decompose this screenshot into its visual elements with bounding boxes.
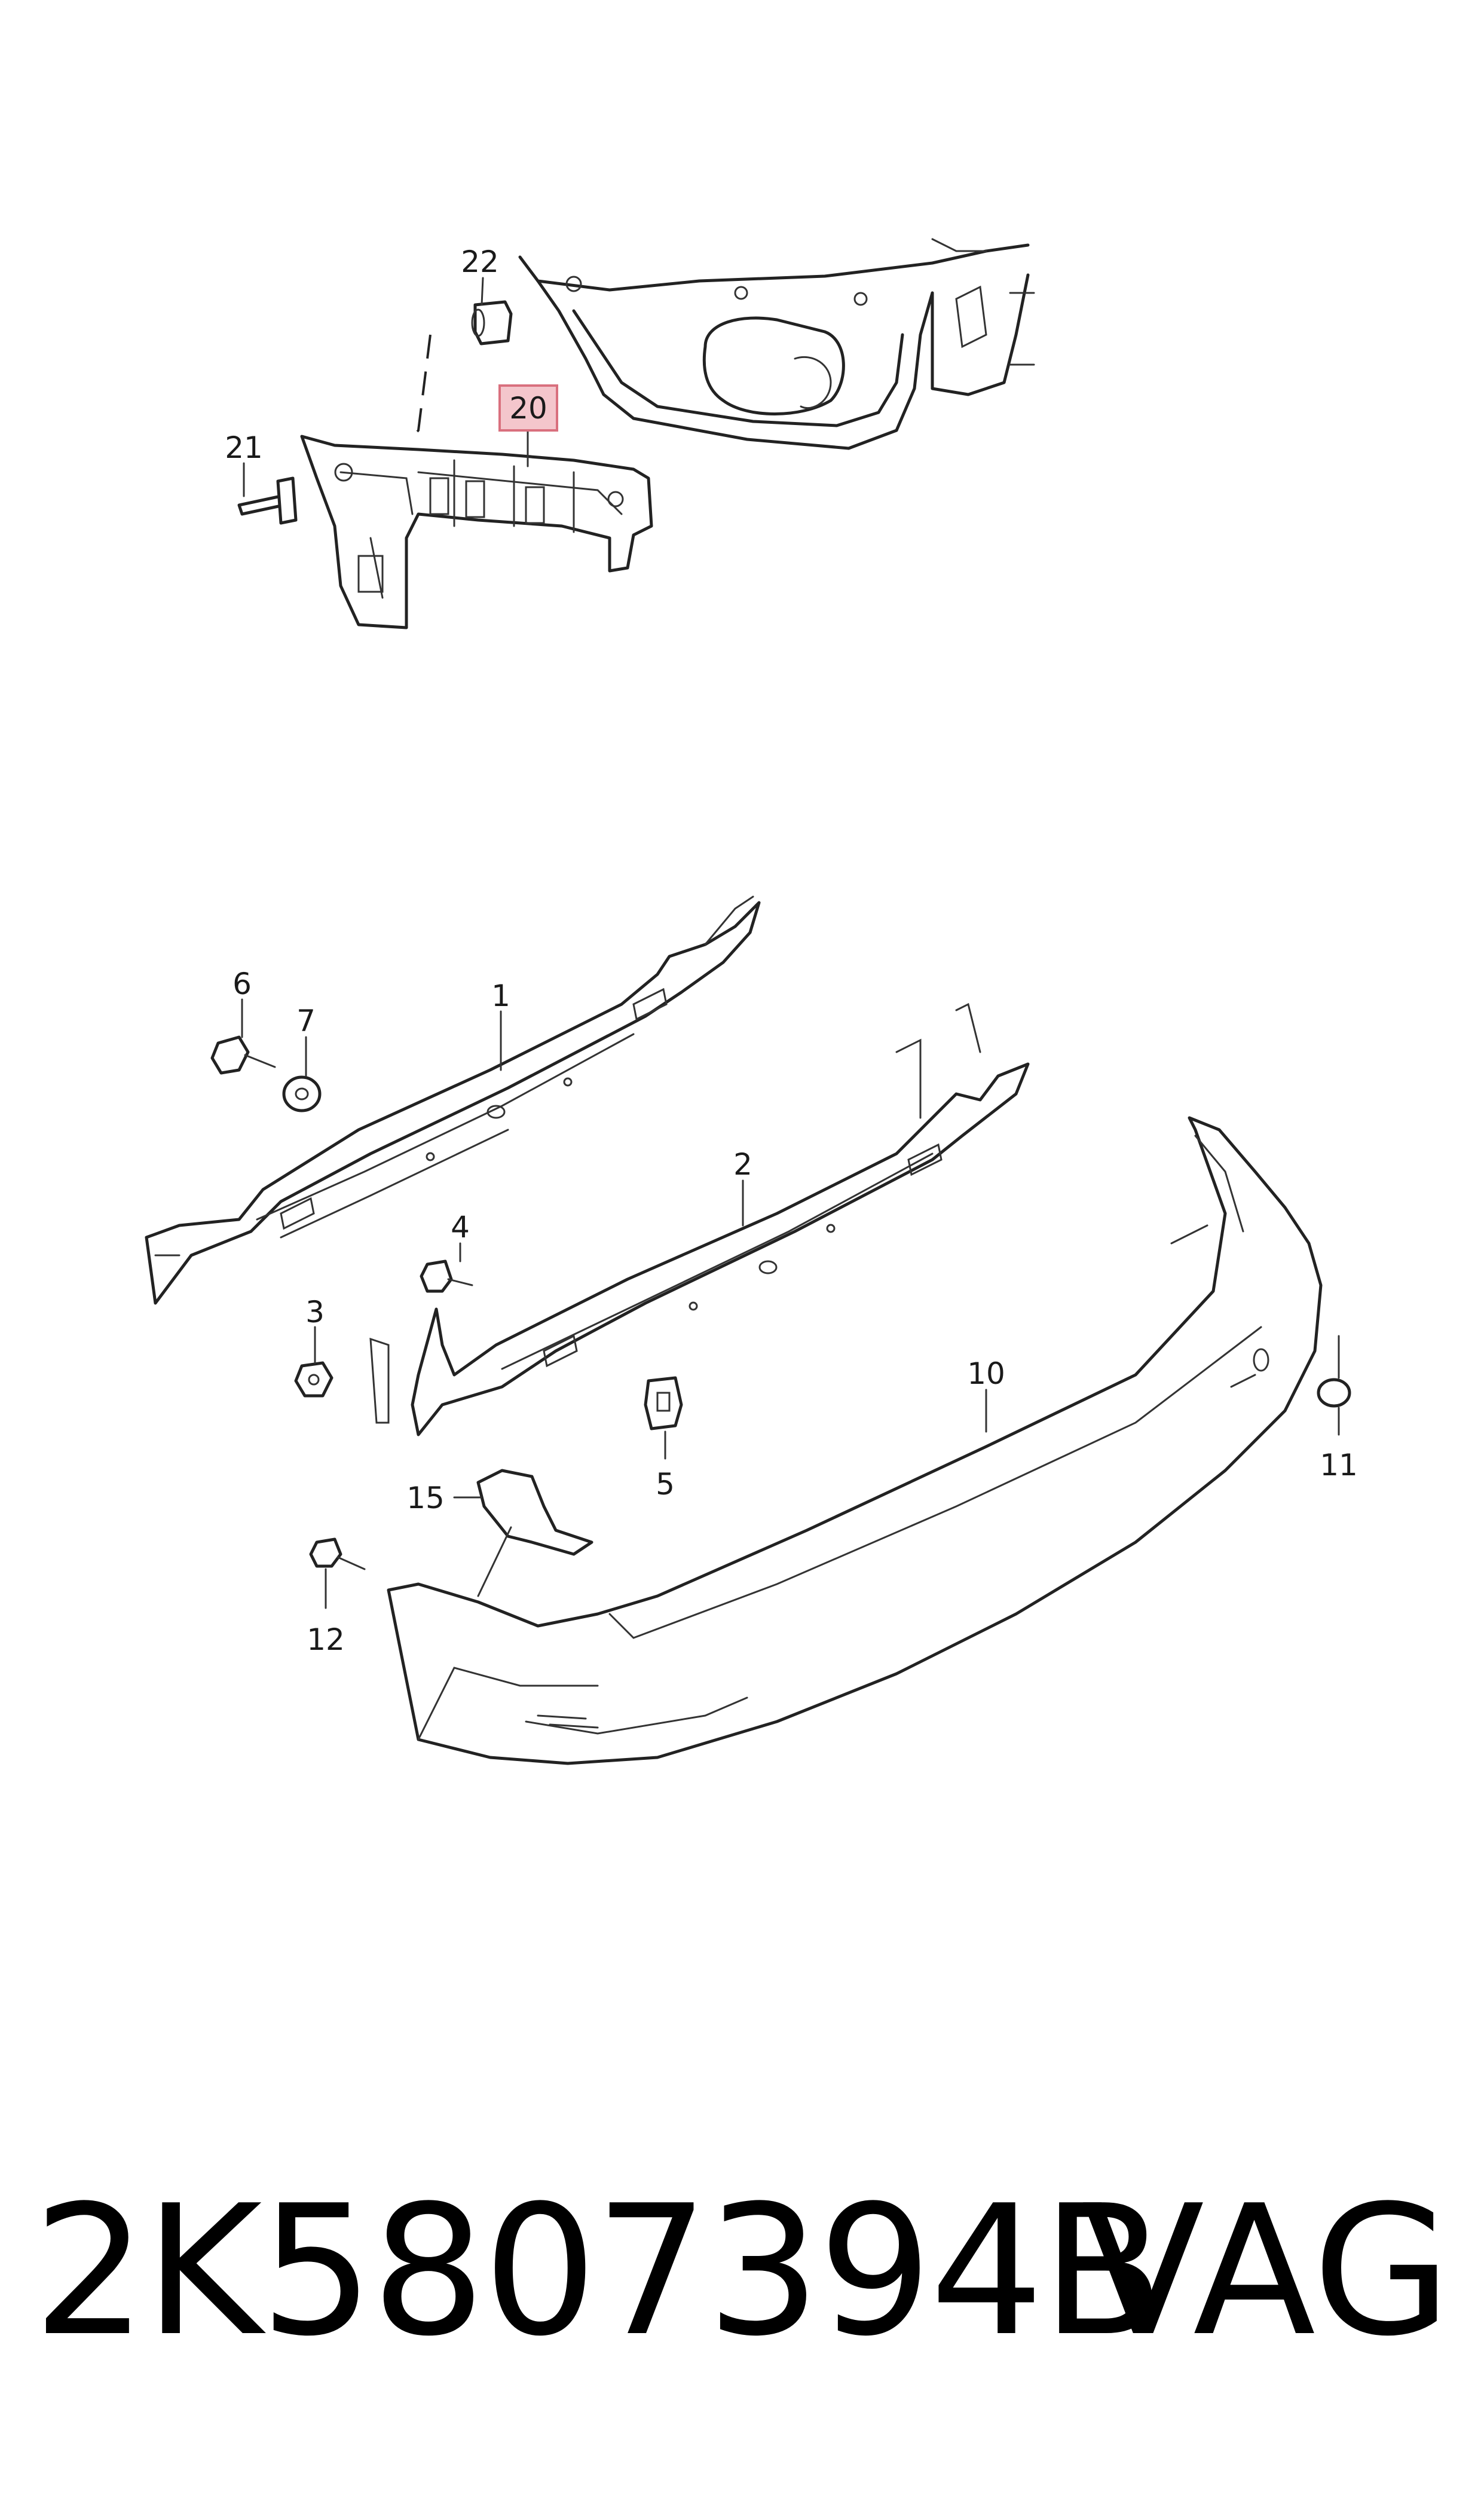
part-4-bolt <box>420 1259 473 1293</box>
part-number: 2K5807394B <box>33 2167 1164 2376</box>
bumper-bracket-drawing <box>300 334 653 629</box>
body-panel-drawing <box>518 238 1035 450</box>
callout-4: 4 <box>451 1210 470 1245</box>
callout-22: 22 <box>461 244 499 279</box>
callout-10: 10 <box>967 1356 1005 1391</box>
callout-12: 12 <box>307 1622 345 1657</box>
callout-7: 7 <box>296 1004 316 1038</box>
impact-bar-lower-drawing <box>369 1002 1030 1436</box>
callout-3: 3 <box>305 1295 325 1329</box>
callout-1: 1 <box>491 979 510 1013</box>
leader-lines <box>241 277 1340 1609</box>
part-15-cover <box>476 1469 593 1556</box>
callout-11: 11 <box>1320 1448 1358 1482</box>
part-21-rivet <box>237 476 298 525</box>
part-11-cap <box>1317 1378 1351 1408</box>
part-7-washer <box>282 1075 322 1112</box>
callout-5: 5 <box>656 1467 675 1502</box>
impact-bar-upper-drawing <box>145 895 761 1305</box>
callout-2: 2 <box>733 1147 752 1182</box>
highlight-box-20 <box>498 384 558 432</box>
callout-20: 20 <box>509 391 547 426</box>
bumper-cover-drawing <box>387 1116 1323 1765</box>
part-12-screw <box>309 1537 366 1570</box>
part-22-plug <box>471 300 513 346</box>
callout-15: 15 <box>406 1481 445 1515</box>
callout-21: 21 <box>225 430 263 465</box>
part-3-nut <box>294 1361 333 1398</box>
part-5-clip <box>644 1376 683 1430</box>
callout-6: 6 <box>232 967 252 1001</box>
part-6-bolt <box>210 1035 276 1075</box>
brand-name: VAG <box>1082 2167 1452 2376</box>
